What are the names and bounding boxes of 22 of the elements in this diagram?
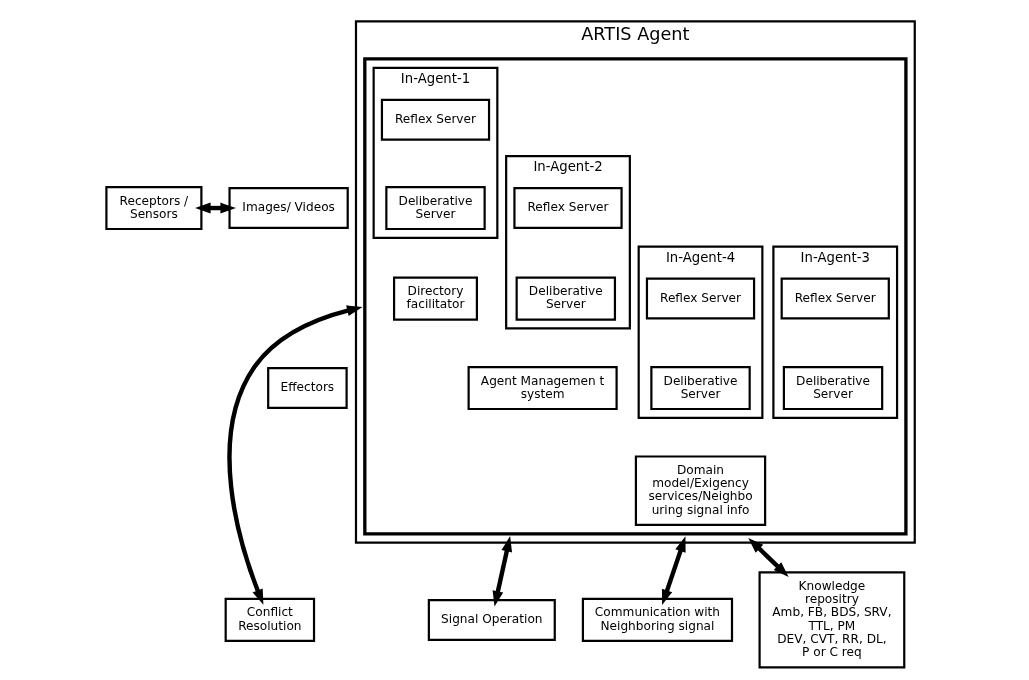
node-box: Deliberative Server — [649, 365, 751, 411]
arrow — [747, 538, 789, 577]
node-box: Receptors / Sensors — [104, 185, 202, 231]
node-box: Communication with Neighboring signal — [581, 597, 733, 643]
node-box: Agent Managemen t system — [467, 365, 618, 411]
node-box: Effectors — [266, 367, 348, 409]
node-box: Knowledge repositry Amb, FB, BDS, SRV, TTL, PM DEV, CVT, RR, DL, P or C req — [758, 571, 905, 669]
node-box: Deliberative Server — [515, 276, 616, 321]
node-box: Reflex Server — [645, 277, 755, 320]
node-box: Reflex Server — [380, 98, 490, 141]
node-box: Domain model/Exigency services/Neighbo uring signal info — [634, 455, 766, 527]
arrow — [492, 536, 512, 607]
arrow — [226, 305, 362, 605]
node-box: Reflex Server — [780, 277, 890, 320]
node-box: Signal Operation — [427, 598, 556, 641]
arrow — [661, 536, 686, 606]
node-box: Deliberative Server — [782, 365, 883, 411]
node-box: Deliberative Server — [384, 185, 486, 231]
node-box: Directory facilitator — [392, 276, 478, 321]
node-box: Conflict Resolution — [224, 597, 315, 643]
node-box: Images/ Videos — [227, 187, 349, 230]
node-box: Reflex Server — [512, 187, 623, 230]
